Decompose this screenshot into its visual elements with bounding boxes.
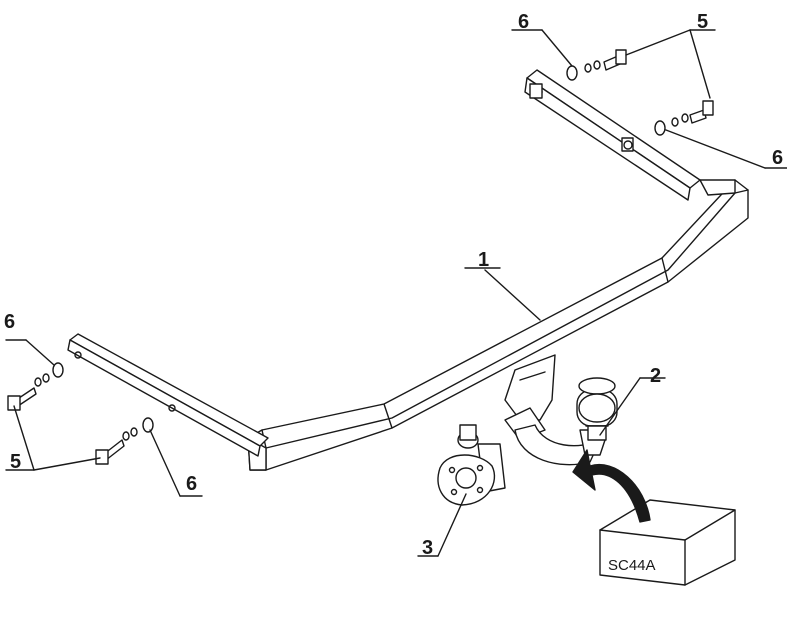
- curved-arrow: [572, 449, 651, 523]
- hardware-left: [7, 362, 154, 465]
- reference-box: [599, 499, 736, 586]
- electrical-socket-assembly: [437, 424, 506, 506]
- callout-part-2: 2: [650, 365, 662, 387]
- hardware-top-right: [566, 49, 714, 136]
- callout-part-5-bottom: 5: [10, 451, 22, 473]
- leader-lines: [5, 29, 787, 557]
- ball-neck-assembly: [504, 354, 618, 466]
- left-mounting-bracket: [67, 333, 269, 457]
- callout-part-6-left-upper: 6: [4, 311, 16, 333]
- crossbar-main-beam: [247, 179, 749, 471]
- callout-part-6-top-right: 6: [772, 147, 784, 169]
- callout-part-6-left-lower: 6: [186, 473, 198, 495]
- callout-part-5-top: 5: [697, 11, 709, 33]
- box-label-text: SC44A: [608, 557, 656, 574]
- callout-part-3: 3: [422, 537, 434, 559]
- right-mounting-bracket: [524, 69, 701, 201]
- callout-part-1: 1: [478, 249, 490, 271]
- callout-part-6-top-left: 6: [518, 11, 530, 33]
